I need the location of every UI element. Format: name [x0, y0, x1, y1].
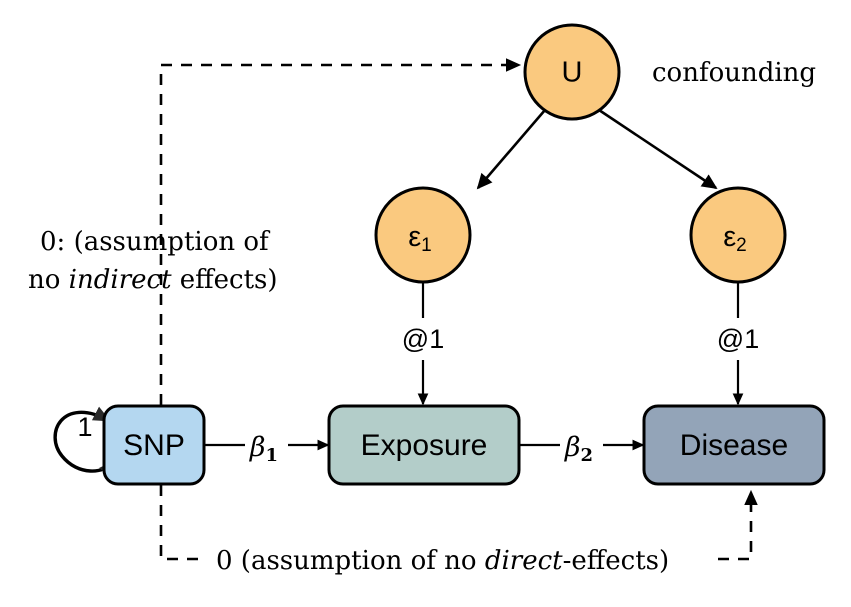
eps2-label: ε	[723, 221, 736, 253]
node-eps2[interactable]: ε2	[689, 186, 787, 284]
snp-label: SNP	[123, 429, 185, 462]
edge-snp-to-u-dashed	[159, 58, 522, 405]
disease-box[interactable]	[642, 404, 826, 486]
svg-text:ε2: ε2	[723, 221, 747, 256]
eps2-loading-label: @1	[717, 324, 759, 354]
beta1-label: β1	[249, 432, 278, 467]
eps1-label: ε	[408, 221, 421, 253]
eps2-circle[interactable]	[689, 186, 787, 284]
edge-snp-self-loop: 1	[53, 406, 116, 478]
edge-snp-to-disease-dashed	[159, 485, 758, 561]
eps1-subscript: 1	[421, 235, 432, 256]
confounding-annotation: confounding	[652, 58, 816, 88]
eps2-subscript: 2	[736, 235, 747, 256]
u-label: U	[562, 57, 583, 89]
indirect-annotation-line1: 0: (assumption of	[40, 227, 271, 257]
exposure-label: Exposure	[361, 429, 488, 462]
exposure-box[interactable]	[327, 404, 521, 486]
beta2-label: β2	[564, 432, 593, 467]
edge-u-to-eps2	[598, 108, 718, 190]
snp-box[interactable]	[102, 404, 206, 486]
node-snp[interactable]: SNP	[102, 404, 206, 486]
svg-text:ε1: ε1	[408, 221, 432, 256]
edge-u-to-eps1	[476, 109, 546, 190]
snp-variance-label: 1	[77, 412, 92, 442]
node-disease[interactable]: Disease	[642, 404, 826, 486]
node-u[interactable]: U	[523, 23, 621, 121]
eps1-circle[interactable]	[374, 186, 472, 284]
eps1-loading-label: @1	[402, 324, 444, 354]
node-exposure[interactable]: Exposure	[327, 404, 521, 486]
disease-label: Disease	[680, 429, 788, 462]
indirect-annotation-line2: no indirect effects)	[28, 265, 278, 295]
direct-annotation: 0 (assumption of no direct-effects)	[216, 546, 669, 576]
node-eps1[interactable]: ε1	[374, 186, 472, 284]
u-circle[interactable]	[523, 23, 621, 121]
